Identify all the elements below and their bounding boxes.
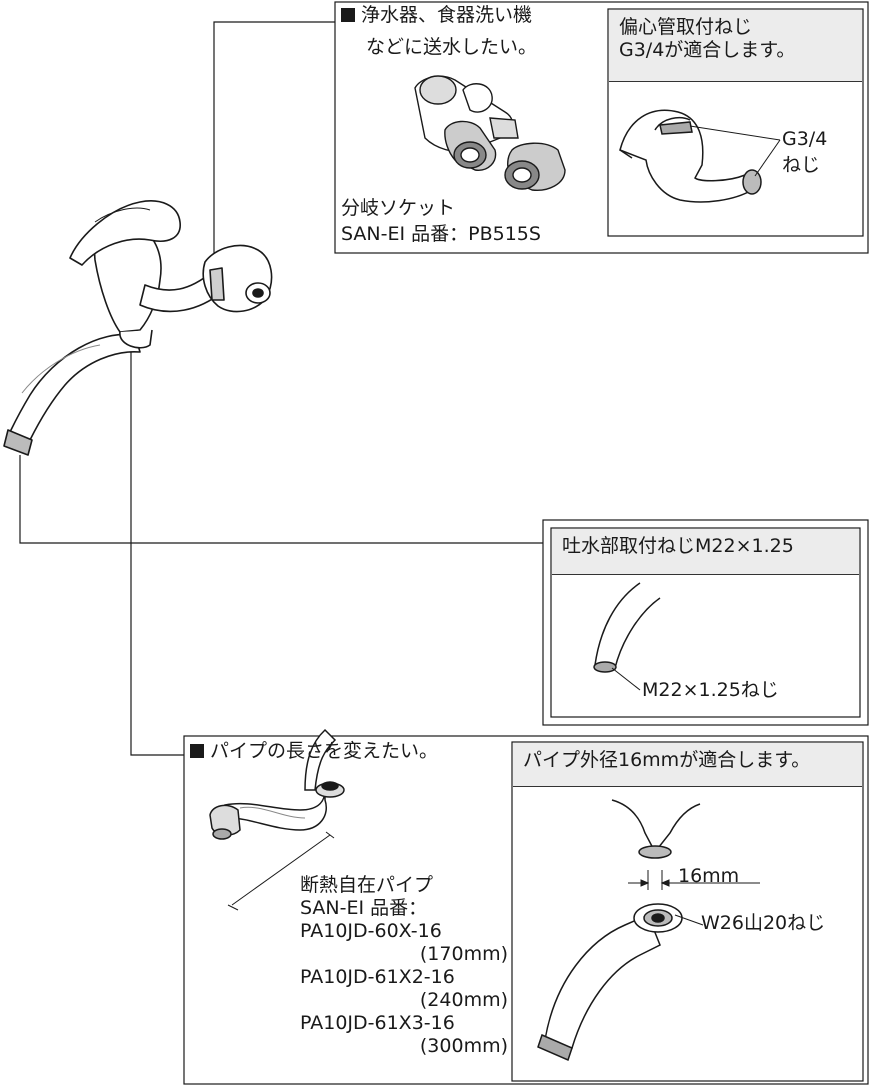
spout-inner-box: [550, 527, 861, 718]
pipe-model-1-code: PA10JD-60X-16: [300, 920, 442, 942]
pipe-model-2-length: (240mm): [419, 989, 508, 1011]
pipe-box: [183, 735, 869, 1085]
pipe-length-bullet: パイプの長さを変えたい。: [190, 740, 438, 763]
connector-to-spout-box: [19, 455, 543, 544]
g34-label: G3/4: [782, 128, 828, 150]
pipe-product-list: 断熱自在パイプ SAN-EI 品番： PA10JD-60X-16 (170mm)…: [300, 874, 508, 1058]
eccentric-inner-box: [607, 8, 864, 237]
pipe-length-dimension: [227, 831, 335, 911]
dishwasher-box: [334, 1, 869, 254]
pipe-model-3-code: PA10JD-61X3-16: [300, 1012, 455, 1034]
flexible-pipe-illustration: [209, 728, 345, 840]
g34-thread-label: ねじ: [782, 154, 821, 176]
pipe-diameter-caption: パイプ外径16mmが適合します。: [513, 743, 862, 787]
connector-to-pipe-box: [130, 335, 184, 756]
dishwasher-bullet-line1: 浄水器、食器洗い機: [341, 4, 532, 27]
eccentric-leader-lines: [689, 125, 781, 177]
eccentric-caption: 偏心管取付ねじ G3/4が適合します。: [609, 10, 862, 82]
faucet-spout-pipe: [9, 333, 141, 441]
diameter-16mm-label: 16mm: [678, 865, 740, 887]
pipe-diameter-inner-box: [511, 741, 864, 1082]
spout-outer-box: [542, 519, 869, 726]
box-frames: [183, 1, 869, 1085]
dishwasher-bullet-line2: などに送水したい。: [366, 36, 538, 58]
eccentric-pipe-illustration: [619, 109, 762, 203]
pipe-model-3-length: (300mm): [419, 1035, 508, 1057]
bullet-square-icon: [190, 744, 204, 758]
m22-thread-label: M22×1.25ねじ: [642, 679, 779, 701]
branch-socket-illustration: [414, 75, 566, 191]
faucet-lever: [69, 200, 181, 266]
pipe-product-name: 断熱自在パイプ: [300, 874, 434, 896]
faucet-spout-tip: [3, 429, 33, 456]
pipe-diameter-dimension: [628, 870, 760, 926]
faucet-illustration: [3, 200, 273, 456]
w26-thread-label: W26山20ねじ: [701, 912, 826, 934]
connector-lines: [19, 21, 543, 756]
bullet-square-icon: [341, 8, 355, 22]
branch-socket-name: 分岐ソケット: [341, 197, 456, 219]
spout-caption: 吐水部取付ねじM22×1.25: [552, 529, 859, 575]
connector-to-dishwasher-box: [213, 21, 335, 262]
pipe-product-brand: SAN-EI 品番：: [300, 897, 428, 919]
pipe-model-2-code: PA10JD-61X2-16: [300, 966, 455, 988]
branch-socket-number: SAN-EI 品番：PB515S: [341, 223, 541, 245]
spout-pipe-illustration: [593, 582, 661, 691]
pipe-diameter-illustration: [537, 799, 701, 1062]
pipe-model-1-length: (170mm): [419, 943, 508, 965]
